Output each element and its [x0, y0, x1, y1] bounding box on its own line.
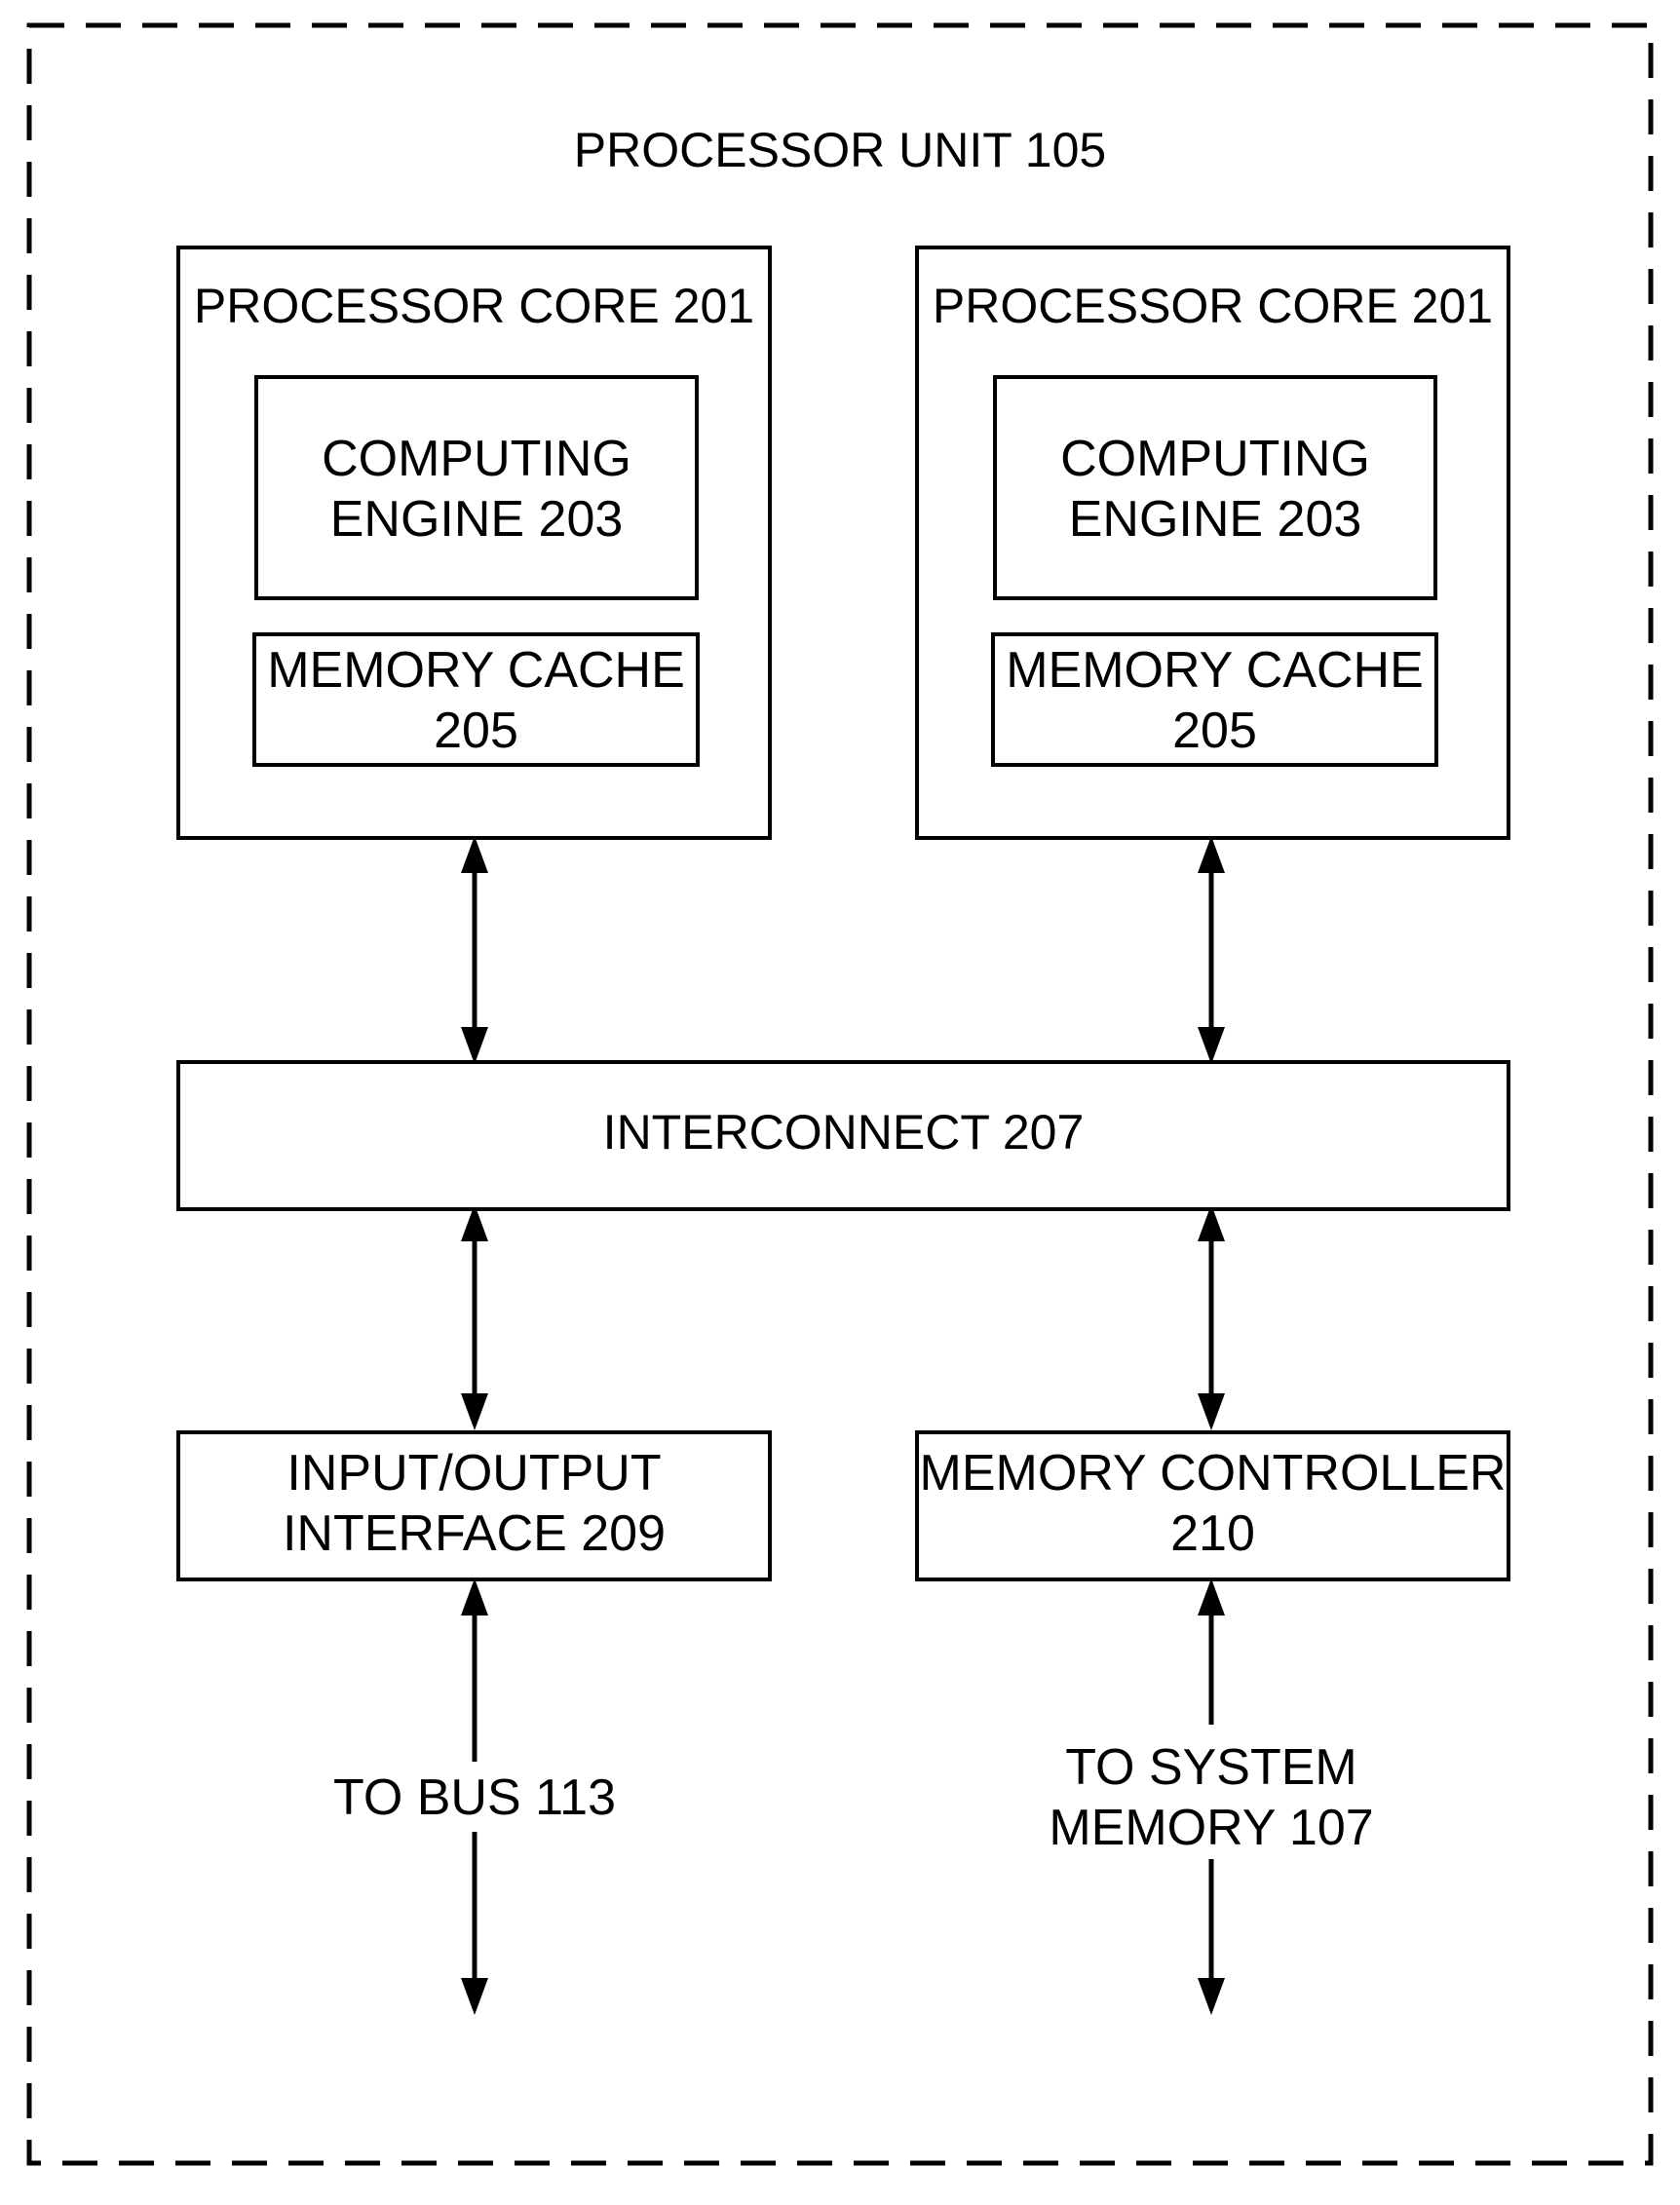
arrowhead-core0-top	[461, 836, 488, 873]
memory-cache-label: MEMORY CACHE 205	[991, 640, 1438, 762]
arrowhead-sysmem-bottom	[1198, 1978, 1225, 2015]
processor-unit-title: PROCESSOR UNIT 105	[546, 121, 1134, 179]
io-interface-label: INPUT/OUTPUT INTERFACE 209	[176, 1443, 772, 1565]
processor-core-title: PROCESSOR CORE 201	[176, 277, 772, 335]
arrowhead-bus-bottom	[461, 1978, 488, 2015]
bus-label: TO BUS 113	[280, 1768, 669, 1828]
arrowhead-sysmem-top	[1198, 1578, 1225, 1616]
arrowhead-memctrl-bottom	[1198, 1393, 1225, 1430]
arrowhead-bus-top	[461, 1578, 488, 1616]
arrowhead-io-bottom	[461, 1393, 488, 1430]
arrowhead-core1-bottom	[1198, 1027, 1225, 1064]
arrowhead-core1-top	[1198, 836, 1225, 873]
processor-core-title: PROCESSOR CORE 201	[915, 277, 1510, 335]
system-memory-label: TO SYSTEM MEMORY 107	[992, 1737, 1431, 1859]
memory-controller-label: MEMORY CONTROLLER 210	[915, 1443, 1510, 1565]
interconnect-label: INTERCONNECT 207	[176, 1103, 1510, 1161]
arrowhead-core0-bottom	[461, 1027, 488, 1064]
computing-engine-label: COMPUTING ENGINE 203	[993, 429, 1437, 551]
memory-cache-label: MEMORY CACHE 205	[252, 640, 700, 762]
computing-engine-label: COMPUTING ENGINE 203	[254, 429, 699, 551]
